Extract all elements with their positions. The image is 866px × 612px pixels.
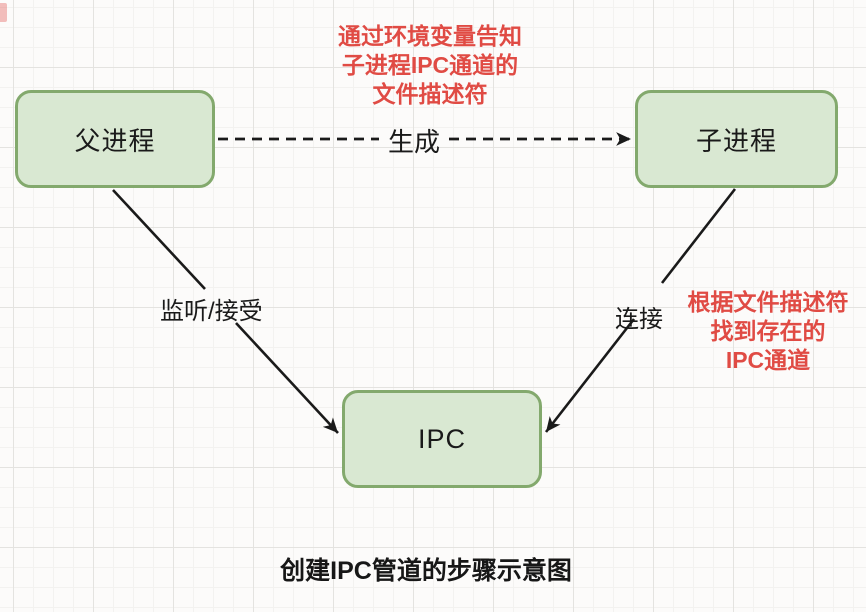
fd-annotation-line-1: 根据文件描述符: [687, 289, 849, 315]
connect-edge-segment-top: [660, 188, 737, 284]
connect-edge-segment-bottom-arrow: [544, 318, 636, 433]
env-variable-annotation: 通过环境变量告知 子进程IPC通道的 文件描述符: [300, 22, 560, 109]
listen-edge-label: 监听/接受: [160, 298, 263, 325]
listen-edge-segment-top: [112, 189, 206, 290]
diagram-caption: 创建IPC管道的步骤示意图: [280, 557, 572, 585]
fd-annotation-line-3: IPC通道: [725, 347, 811, 373]
env-annotation-line-2: 子进程IPC通道的: [341, 52, 519, 78]
node-parent-process-label: 父进程: [74, 125, 156, 156]
node-ipc-label: IPC: [417, 423, 466, 454]
connect-edge-label: 连接: [615, 306, 663, 333]
env-annotation-line-1: 通过环境变量告知: [338, 23, 522, 49]
spawn-edge-label: 生成: [387, 127, 440, 157]
node-child-process-label: 子进程: [695, 125, 777, 156]
file-descriptor-annotation: 根据文件描述符 找到存在的 IPC通道: [670, 288, 866, 375]
listen-edge-segment-bottom-arrow: [235, 322, 339, 434]
corner-red-artifact: [0, 3, 7, 22]
node-parent-process: 父进程: [15, 90, 215, 188]
node-ipc: IPC: [342, 390, 542, 488]
fd-annotation-line-2: 找到存在的: [710, 318, 826, 344]
env-annotation-line-3: 文件描述符: [372, 81, 488, 107]
node-child-process: 子进程: [635, 90, 838, 188]
